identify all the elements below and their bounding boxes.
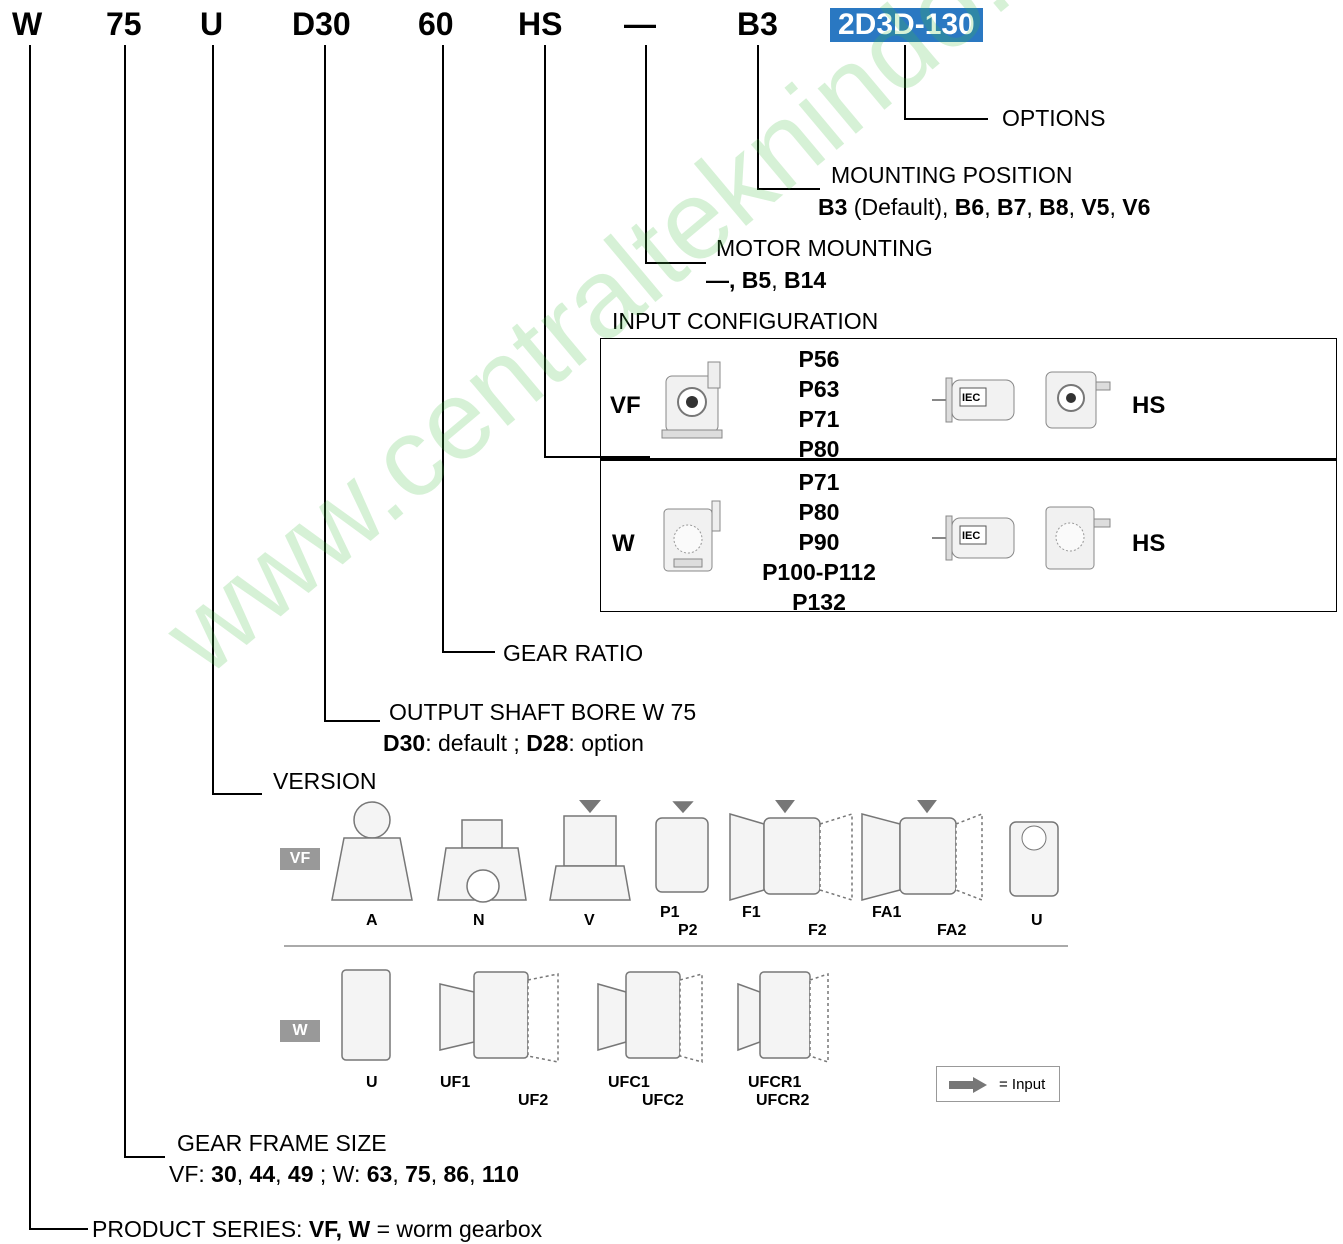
version-n-shape [437,819,527,903]
series-leader [29,45,88,1230]
vf-gearbox-icon [658,358,728,440]
version-label: VERSION [273,768,377,794]
code-bore: D30 [292,6,351,42]
output-shaft-bore-label: OUTPUT SHAFT BORE W 75 [389,699,697,725]
version-a-shape [331,801,413,901]
bore-leader [324,45,380,722]
input-legend: = Input [936,1066,1060,1102]
frame-leader [124,45,165,1158]
options-leader [904,45,988,120]
vf-label-fa1: FA1 [872,904,902,921]
w-iec-label: IEC [962,530,981,542]
w-badge: W [280,1020,320,1042]
w-hs-gearbox-icon [1040,497,1116,577]
row-vf-series: VF [610,392,641,419]
legend-text: = Input [999,1076,1046,1093]
version-w-uf-shape [439,971,559,1063]
input-configuration-label: INPUT CONFIGURATION [612,308,879,334]
motor-leader [645,45,706,264]
w-gearbox-icon [660,497,722,577]
vf-label-f2: F2 [808,922,827,939]
vf-iec-motor-icon [930,370,1020,430]
row-w-hs: HS [1132,530,1166,557]
mounting-position-label: MOUNTING POSITION [831,162,1073,188]
version-f-shape [729,799,853,902]
ratio-leader [442,45,495,653]
w-label-ufcr2: UFCR2 [756,1092,810,1109]
motor-values: —, B5, B14 [706,267,827,293]
options-label: OPTIONS [1002,105,1106,131]
vf-label-n: N [473,912,485,929]
gear-ratio-label: GEAR RATIO [503,640,644,666]
row-w-series: W [612,530,635,557]
code-size: 75 [106,6,142,42]
vf-label-p1: P1 [660,904,680,921]
w-version-drawings [336,962,836,1071]
version-fa-shape [861,799,983,902]
w-label-u: U [366,1074,378,1091]
w-label-uf2: UF2 [518,1092,549,1109]
code-ratio: 60 [418,6,454,42]
vf-label-fa2: FA2 [937,922,967,939]
mounting-leader [757,45,820,190]
vf-label-v: V [584,912,595,929]
version-v-shape [549,799,631,901]
vf-hs-gearbox-icon [1040,360,1114,436]
vf-label-a: A [366,912,378,929]
vf-label-u: U [1031,912,1043,929]
version-w-u-shape [341,969,391,1061]
input-leader [544,45,650,458]
gear-frame-size-label: GEAR FRAME SIZE [177,1130,387,1156]
version-p-shape [655,801,709,893]
row-vf-hs: HS [1132,392,1166,419]
bore-values: D30: default ; D28: option [383,730,644,756]
code-input: HS [518,6,563,42]
code-motor: — [624,6,656,42]
w-label-uf1: UF1 [440,1074,471,1091]
vf-version-u-shape [1004,812,1064,907]
w-iec-motor-icon [930,508,1020,568]
code-options: 2D3D-130 [830,8,983,42]
vf-label-f1: F1 [742,904,761,921]
vf-version-drawings [326,799,1006,920]
table-divider [600,458,1337,461]
code-mounting: B3 [737,6,778,42]
version-leader [212,45,262,795]
version-w-ufc-shape [597,971,703,1063]
product-series-label: PRODUCT SERIES: VF, W = worm gearbox [92,1216,543,1242]
vf-iec-label: IEC [962,392,981,404]
motor-mounting-label: MOTOR MOUNTING [716,235,933,261]
code-version: U [200,6,224,42]
code-series: W [12,6,43,42]
vf-badge: VF [280,848,320,870]
input-configuration-table [600,338,1337,612]
version-w-ufcr-shape [737,971,829,1064]
mounting-values: B3 (Default), B6, B7, B8, V5, V6 [818,194,1151,220]
w-label-ufc2: UFC2 [642,1092,684,1109]
w-label-ufc1: UFC1 [608,1074,650,1091]
w-label-ufcr1: UFCR1 [748,1074,802,1091]
frame-values: VF: 30, 44, 49 ; W: 63, 75, 86, 110 [169,1161,519,1187]
input-arrow-icon [949,1077,987,1093]
vf-label-p2: P2 [678,922,698,939]
